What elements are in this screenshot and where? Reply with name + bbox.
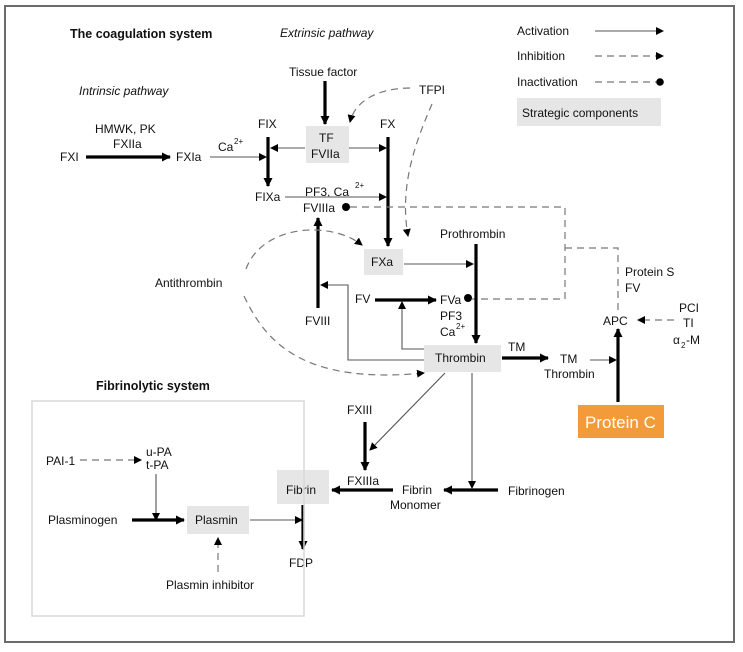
node-fibrinogen: Fibrinogen bbox=[508, 484, 565, 498]
node-fxiiia: FXIIIa bbox=[347, 474, 379, 488]
label-ca-2-sup: 2+ bbox=[456, 322, 465, 331]
node-fix: FIX bbox=[258, 117, 277, 131]
label-tm: TM bbox=[508, 340, 525, 354]
fva-inactivation-dot bbox=[464, 294, 472, 302]
fibrinolytic-title: Fibrinolytic system bbox=[96, 379, 210, 393]
node-plasmin: Plasmin bbox=[195, 513, 238, 527]
fibrinolytic-box bbox=[31, 400, 305, 617]
node-plasmin-inhibitor: Plasmin inhibitor bbox=[166, 578, 254, 592]
thrombin-activates-fv bbox=[398, 301, 424, 350]
node-fxia: FXIa bbox=[176, 150, 202, 164]
node-thrombin: Thrombin bbox=[435, 351, 486, 365]
tfpi-inhibits-tfviia bbox=[347, 87, 411, 123]
tfpi-inhibits-fxa bbox=[402, 103, 433, 237]
apc-inactivates-fviiia bbox=[350, 206, 566, 300]
node-plasminogen: Plasminogen bbox=[48, 513, 117, 527]
node-fxi: FXI bbox=[60, 150, 79, 164]
legend-strategic: Strategic components bbox=[522, 106, 638, 120]
intrinsic-title: Intrinsic pathway bbox=[79, 84, 169, 98]
plasmin-box bbox=[187, 506, 249, 534]
node-a2m-alpha: α bbox=[673, 333, 680, 347]
tf-fviia-box bbox=[306, 126, 349, 163]
node-fdp: FDP bbox=[289, 556, 313, 570]
node-fxiia: FXIIa bbox=[113, 137, 142, 151]
node-fviia: FVIIa bbox=[311, 147, 340, 161]
node-fibrin: Fibrin bbox=[286, 483, 316, 497]
antithrombin-inhibits-fxa bbox=[245, 229, 363, 270]
node-tpa: t-PA bbox=[146, 458, 168, 472]
node-fv: FV bbox=[355, 292, 370, 306]
node-fxa: FXa bbox=[371, 255, 393, 269]
coagulation-title: The coagulation system bbox=[70, 27, 212, 41]
apc-dashed-link bbox=[565, 247, 619, 310]
node-a2m-sub: 2 bbox=[681, 341, 686, 350]
node-fibrin-monomer-1: Fibrin bbox=[402, 483, 432, 497]
label-pf3: PF3 bbox=[440, 309, 462, 323]
node-antithrombin: Antithrombin bbox=[155, 276, 222, 290]
legend-inhibition: Inhibition bbox=[517, 49, 565, 63]
fibrin-box bbox=[277, 470, 329, 504]
protein-c-box bbox=[578, 405, 664, 438]
antithrombin-inhibits-thrombin bbox=[243, 295, 425, 378]
label-ca-sup: 2+ bbox=[234, 137, 243, 146]
node-prothrombin: Prothrombin bbox=[440, 227, 505, 241]
label-pf3-ca: PF3, Ca bbox=[305, 185, 349, 199]
node-protein-s: Protein S bbox=[625, 265, 674, 279]
label-ca-2: Ca bbox=[440, 325, 456, 339]
thrombin-box bbox=[424, 345, 501, 372]
node-pai1: PAI-1 bbox=[46, 454, 75, 468]
legend: Activation Inhibition Inactivation Strat… bbox=[517, 24, 664, 126]
node-hmwk-pk: HMWK, PK bbox=[95, 122, 156, 136]
node-fx: FX bbox=[380, 117, 395, 131]
node-tf: TF bbox=[319, 131, 334, 145]
thrombin-activates-fviii bbox=[320, 281, 424, 361]
node-tm-thrombin-2: Thrombin bbox=[544, 367, 595, 381]
node-protein-c: Protein C bbox=[585, 413, 656, 432]
thrombin-activates-fxiii bbox=[369, 372, 446, 451]
node-fibrin-monomer-2: Monomer bbox=[390, 498, 441, 512]
legend-strategic-box bbox=[517, 98, 661, 126]
extrinsic-title: Extrinsic pathway bbox=[280, 26, 374, 40]
node-fviii: FVIII bbox=[305, 314, 330, 328]
label-pf3-ca-sup: 2+ bbox=[355, 181, 364, 190]
node-pci: PCI bbox=[679, 301, 699, 315]
node-tm-thrombin-1: TM bbox=[560, 352, 577, 366]
node-fviiia: FVIIIa bbox=[303, 201, 335, 215]
legend-inactivation: Inactivation bbox=[517, 75, 578, 89]
label-ca: Ca bbox=[218, 140, 234, 154]
node-tissue-factor: Tissue factor bbox=[289, 65, 357, 79]
node-a2m-m: -M bbox=[686, 333, 700, 347]
node-fva: FVa bbox=[440, 293, 461, 307]
node-protein-s-fv: FV bbox=[625, 281, 640, 295]
node-apc: APC bbox=[603, 314, 628, 328]
legend-activation: Activation bbox=[517, 24, 569, 38]
fviiia-inactivation-dot bbox=[342, 203, 350, 211]
fxa-box bbox=[364, 249, 403, 275]
node-ti: TI bbox=[683, 316, 694, 330]
node-fxiii: FXIII bbox=[347, 403, 372, 417]
node-tfpi: TFPI bbox=[419, 83, 445, 97]
node-upa: u-PA bbox=[146, 445, 172, 459]
node-fixa: FIXa bbox=[255, 190, 281, 204]
